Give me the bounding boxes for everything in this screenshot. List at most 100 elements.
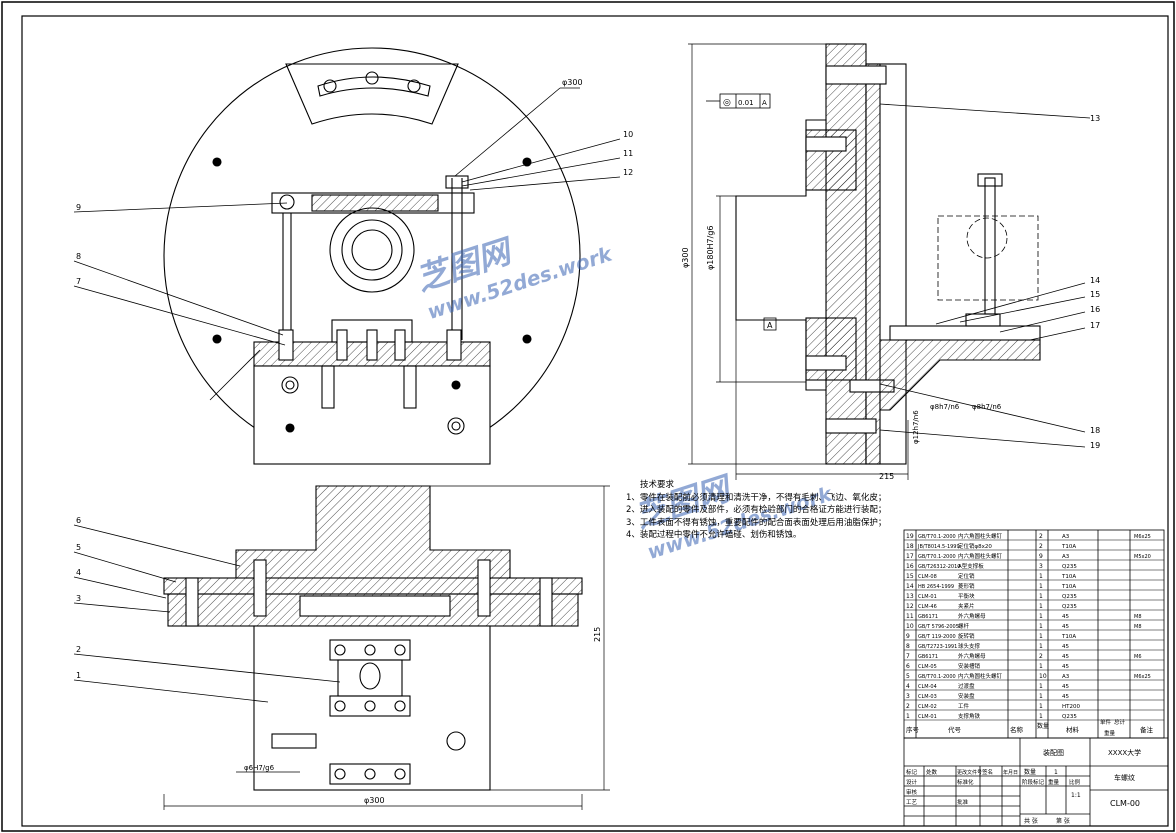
bom-cell-code: CLM-05 [918, 664, 937, 670]
part-name: 车螺纹 [1114, 773, 1135, 782]
bom-cell-name: 安装槽销 [958, 662, 981, 670]
bom-cell-mat: 45 [1062, 694, 1069, 700]
front-width-dim: φ300 [364, 796, 385, 805]
balloon-1: 1 [76, 671, 81, 680]
bolt-head [447, 417, 465, 435]
balloon-9: 9 [76, 203, 81, 212]
bom-cell-mat: A3 [1062, 554, 1070, 560]
svg-text:总计: 总计 [1114, 718, 1126, 726]
bom-cell-note: M6x25 [1134, 674, 1151, 680]
svg-text:代号: 代号 [948, 725, 962, 734]
bom-cell-code: GB/T70.1-2000 [918, 674, 956, 680]
bom-cell-mat: T10A [1061, 574, 1076, 580]
bom-cell-no: 5 [906, 673, 910, 680]
tolerance-datum: A [762, 99, 767, 107]
balance-screw [825, 65, 887, 85]
bom-cell-code: HB 2654-1999 [918, 584, 954, 590]
sheet-number: 第 张 [1056, 817, 1070, 825]
balloon-13: 13 [1090, 114, 1100, 123]
bom-cell-qty: 1 [1039, 613, 1043, 620]
balloon-18: 18 [1090, 426, 1100, 435]
bom-cell-mat: A3 [1062, 534, 1070, 540]
bom-cell-code: CLM-08 [918, 574, 937, 580]
bom-cell-mat: 45 [1062, 624, 1069, 630]
top-diameter-label: φ300 [562, 78, 583, 87]
bom-cell-qty: 1 [1039, 643, 1043, 650]
bom-cell-qty: 1 [1039, 703, 1043, 710]
bom-cell-no: 2 [906, 703, 910, 710]
bom-cell-no: 7 [906, 653, 910, 660]
balloon-7: 7 [76, 277, 81, 286]
bom-cell-qty: 1 [1039, 693, 1043, 700]
bom-cell-mat: T10A [1061, 634, 1076, 640]
scale-value: 1:1 [1071, 792, 1081, 799]
bom-cell-code: CLM-04 [918, 684, 937, 690]
front-fit-dim: φ6H7/g6 [244, 764, 275, 772]
doc-label: 更改文件号 [957, 769, 982, 776]
bom-cell-qty: 1 [1039, 623, 1043, 630]
balloon-16: 16 [1090, 305, 1100, 314]
balloon-15: 15 [1090, 290, 1100, 299]
balloon-17: 17 [1090, 321, 1100, 330]
svg-text:序号: 序号 [906, 725, 920, 734]
bom-cell-code: CLM-01 [918, 714, 937, 720]
bom-cell-no: 10 [906, 623, 914, 630]
bom-cell-note: M5x20 [1134, 554, 1151, 560]
bom-cell-no: 14 [906, 583, 914, 590]
bom-cell-qty: 1 [1039, 683, 1043, 690]
bom-cell-name: 内六角圆柱头螺钉 [958, 552, 1003, 560]
bom-cell-mat: Q235 [1062, 604, 1077, 610]
bom-cell-no: 13 [906, 593, 914, 600]
bom-cell-no: 8 [906, 643, 910, 650]
bom-cell-code: GB/T70.1-2000 [918, 554, 956, 560]
note-line: 3、工件表面不得有锈蚀，重要配件的配合面表面处理后用油脂保护； [626, 517, 887, 528]
front-view [73, 485, 610, 810]
note-line: 1、零件在装配前必须清理和清洗干净，不得有毛刺、飞边、氧化皮； [626, 492, 887, 503]
disc-hole [212, 334, 222, 344]
bom-cell-qty: 1 [1039, 633, 1043, 640]
bom-cell-name: 定位销 [958, 572, 975, 580]
mark-label: 标记 [906, 768, 918, 776]
process-label: 工艺 [906, 799, 918, 806]
note-line: 2、进入装配的零件及部件，必须有检验部门的合格证方能进行装配； [626, 505, 887, 516]
bom-cell-name: 螺杆 [958, 622, 970, 630]
bom-cell-no: 15 [906, 573, 914, 580]
bom-cell-no: 18 [906, 543, 914, 550]
bom-cell-name: 菱形销 [958, 582, 975, 590]
arc-slot [317, 76, 431, 97]
bom-cell-qty: 1 [1039, 583, 1043, 590]
balloon-3: 3 [76, 594, 81, 603]
bom-cell-mat: 45 [1062, 614, 1069, 620]
bom-cell-name: 外六角螺母 [958, 652, 986, 660]
bom-cell-mat: 45 [1062, 644, 1069, 650]
disc-hole [522, 334, 532, 344]
bom-cell-qty: 2 [1039, 543, 1043, 550]
balloon-8: 8 [76, 252, 81, 261]
front-height-dim: 215 [593, 627, 602, 642]
balloon-19: 19 [1090, 441, 1100, 450]
bom-cell-name: 夹紧片 [958, 602, 975, 610]
balloon-5: 5 [76, 543, 81, 552]
bom-cell-code: CLM-02 [918, 704, 937, 710]
side-diameter-dim: φ300 [681, 247, 690, 268]
mounting-disc-section [825, 43, 867, 465]
bom-cell-note: M8 [1134, 614, 1142, 620]
bom-cell-no: 3 [906, 693, 910, 700]
slot-hole-right [407, 79, 421, 93]
side-width-dim: 215 [879, 472, 894, 481]
workpiece-boss [329, 207, 415, 293]
bom-cell-code: GB/T 119-2000 [918, 634, 956, 640]
bom-cell-name: 旋转销 [958, 632, 975, 640]
